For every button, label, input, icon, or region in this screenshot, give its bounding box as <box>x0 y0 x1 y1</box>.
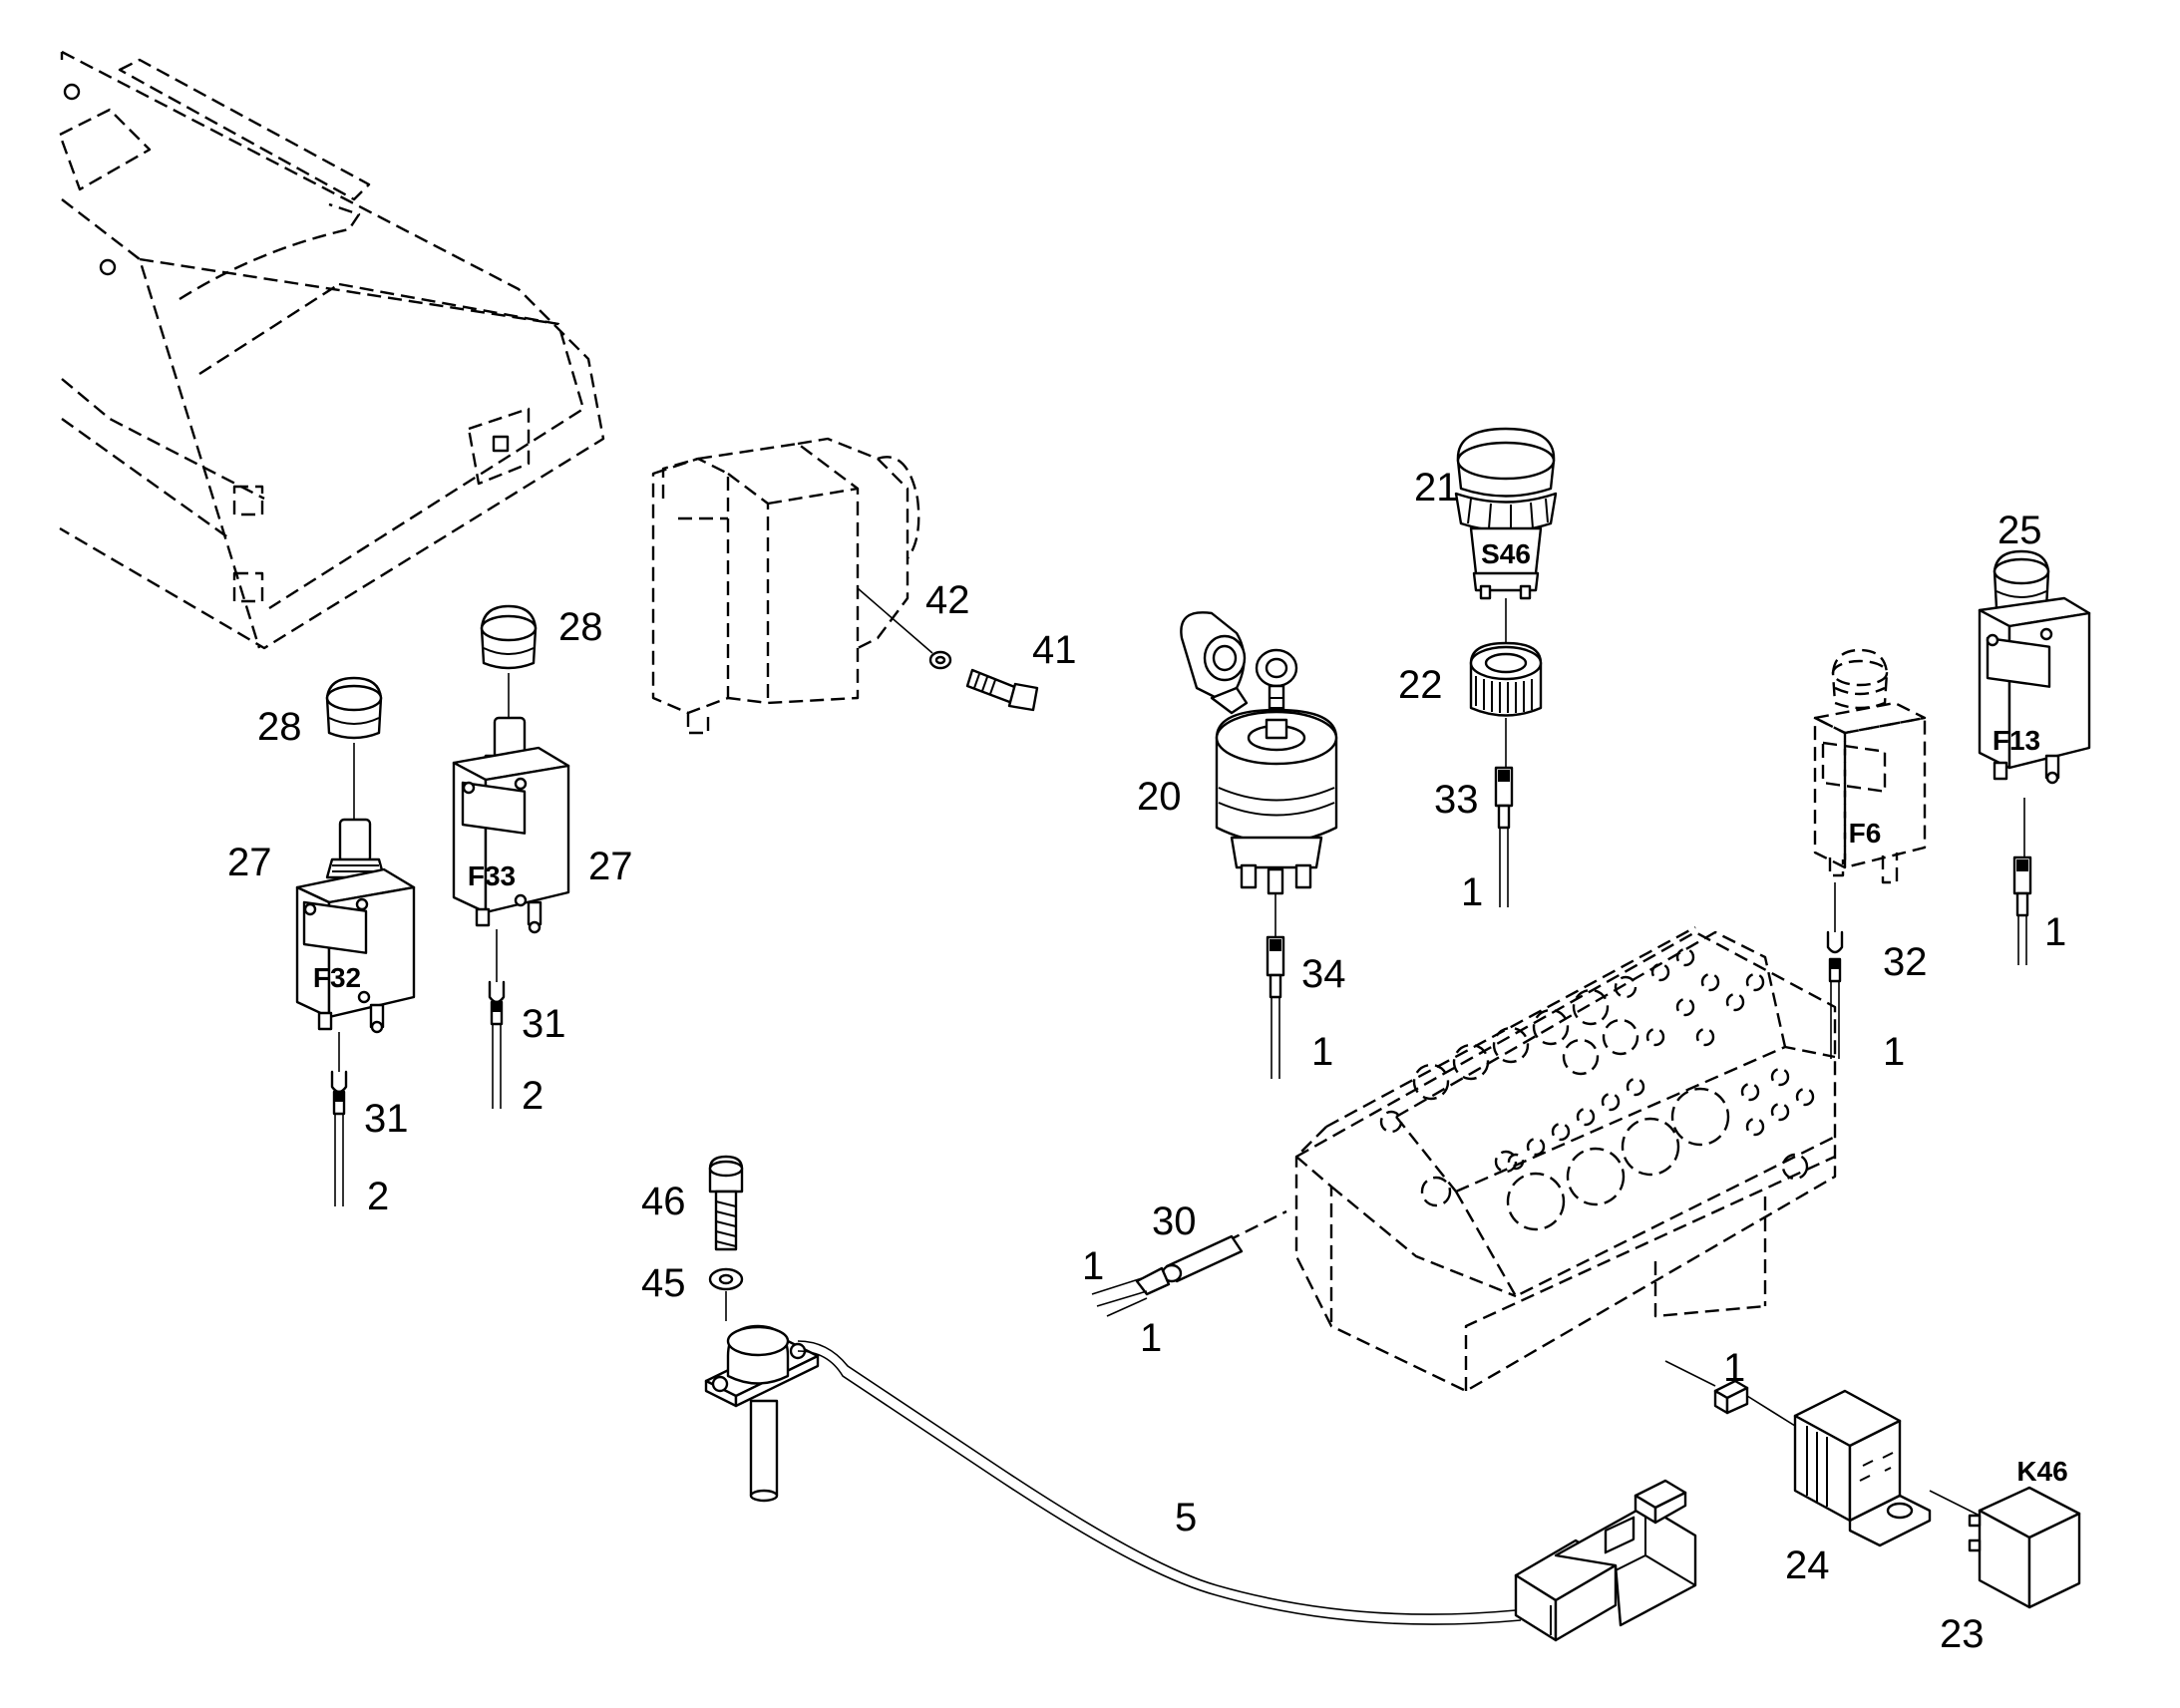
callout-24: 24 <box>1785 1543 1830 1587</box>
callout-33: 33 <box>1434 778 1479 822</box>
dashed-control-panel <box>1294 925 1837 1393</box>
callout-1-switch-22: 1 <box>1461 870 1483 914</box>
lamp-socket-22 <box>1469 641 1543 768</box>
callout-28-right: 28 <box>558 605 603 649</box>
tag-f13: F13 <box>1993 725 2040 756</box>
callout-2-left: 2 <box>367 1175 389 1218</box>
breaker-f6-dashed: F6 <box>1813 648 1927 932</box>
dashed-module <box>651 437 920 735</box>
callout-31-right: 31 <box>522 1002 566 1046</box>
connector-30 <box>1091 1209 1287 1317</box>
speed-sensor <box>704 1324 1522 1625</box>
callout-21: 21 <box>1414 466 1459 510</box>
ignition-switch-20 <box>1180 611 1338 937</box>
knob-28-left <box>325 676 383 820</box>
callout-1-connector-b: 1 <box>1140 1316 1162 1360</box>
callout-2-right: 2 <box>522 1074 544 1118</box>
plug-connector <box>1514 1479 1697 1642</box>
callout-25: 25 <box>1998 509 2042 552</box>
callout-45: 45 <box>641 1261 686 1305</box>
callout-1-relay: 1 <box>1723 1346 1745 1390</box>
callout-20: 20 <box>1137 775 1182 819</box>
tag-k46: K46 <box>2016 1456 2067 1487</box>
callout-41: 41 <box>1032 628 1077 672</box>
washer-42 <box>857 587 952 670</box>
callout-22: 22 <box>1398 663 1443 707</box>
callout-1-ignition: 1 <box>1311 1030 1333 1074</box>
callout-42: 42 <box>925 578 970 622</box>
tag-f6: F6 <box>1849 818 1882 849</box>
callout-27-left: 27 <box>227 841 272 884</box>
breaker-27-f33: F33 <box>452 716 570 934</box>
callout-23: 23 <box>1940 1612 1985 1656</box>
callout-28-left: 28 <box>257 705 302 749</box>
connector-33 <box>1494 766 1514 907</box>
push-button-21-s46: S46 <box>1454 427 1558 643</box>
washer-45 <box>708 1267 744 1321</box>
screw-46 <box>708 1155 744 1251</box>
connector-34 <box>1266 935 1285 1079</box>
callout-1-f13: 1 <box>2044 910 2066 954</box>
breaker-27-f32: F32 <box>295 818 416 1034</box>
connector-25 <box>2012 855 2032 965</box>
bolt-41 <box>965 668 1039 712</box>
breaker-25-f13: F13 <box>1978 549 2091 857</box>
callout-27-right: 27 <box>588 845 633 888</box>
tag-f32: F32 <box>313 962 361 993</box>
knob-28-right <box>480 604 538 718</box>
callout-30: 30 <box>1152 1199 1197 1243</box>
callout-34: 34 <box>1301 952 1346 996</box>
callout-5: 5 <box>1175 1496 1197 1539</box>
tag-s46: S46 <box>1481 538 1531 569</box>
callout-labels: 21 25 28 42 41 22 28 20 33 27 27 1 1 34 … <box>227 466 2066 1656</box>
tag-f33: F33 <box>468 860 516 891</box>
housing-outline <box>58 50 605 650</box>
relay-23-k46: K46 <box>1968 1456 2081 1609</box>
connector-31-left <box>330 1032 348 1206</box>
connector-32 <box>1826 930 1844 1059</box>
callout-1-f6: 1 <box>1883 1030 1905 1074</box>
callout-1-connector-a: 1 <box>1082 1244 1104 1288</box>
callout-32: 32 <box>1883 940 1928 984</box>
relay-socket-24 <box>1664 1360 1981 1547</box>
connector-31-right <box>488 929 506 1109</box>
callout-46: 46 <box>641 1180 686 1223</box>
callout-31-left: 31 <box>364 1097 409 1141</box>
